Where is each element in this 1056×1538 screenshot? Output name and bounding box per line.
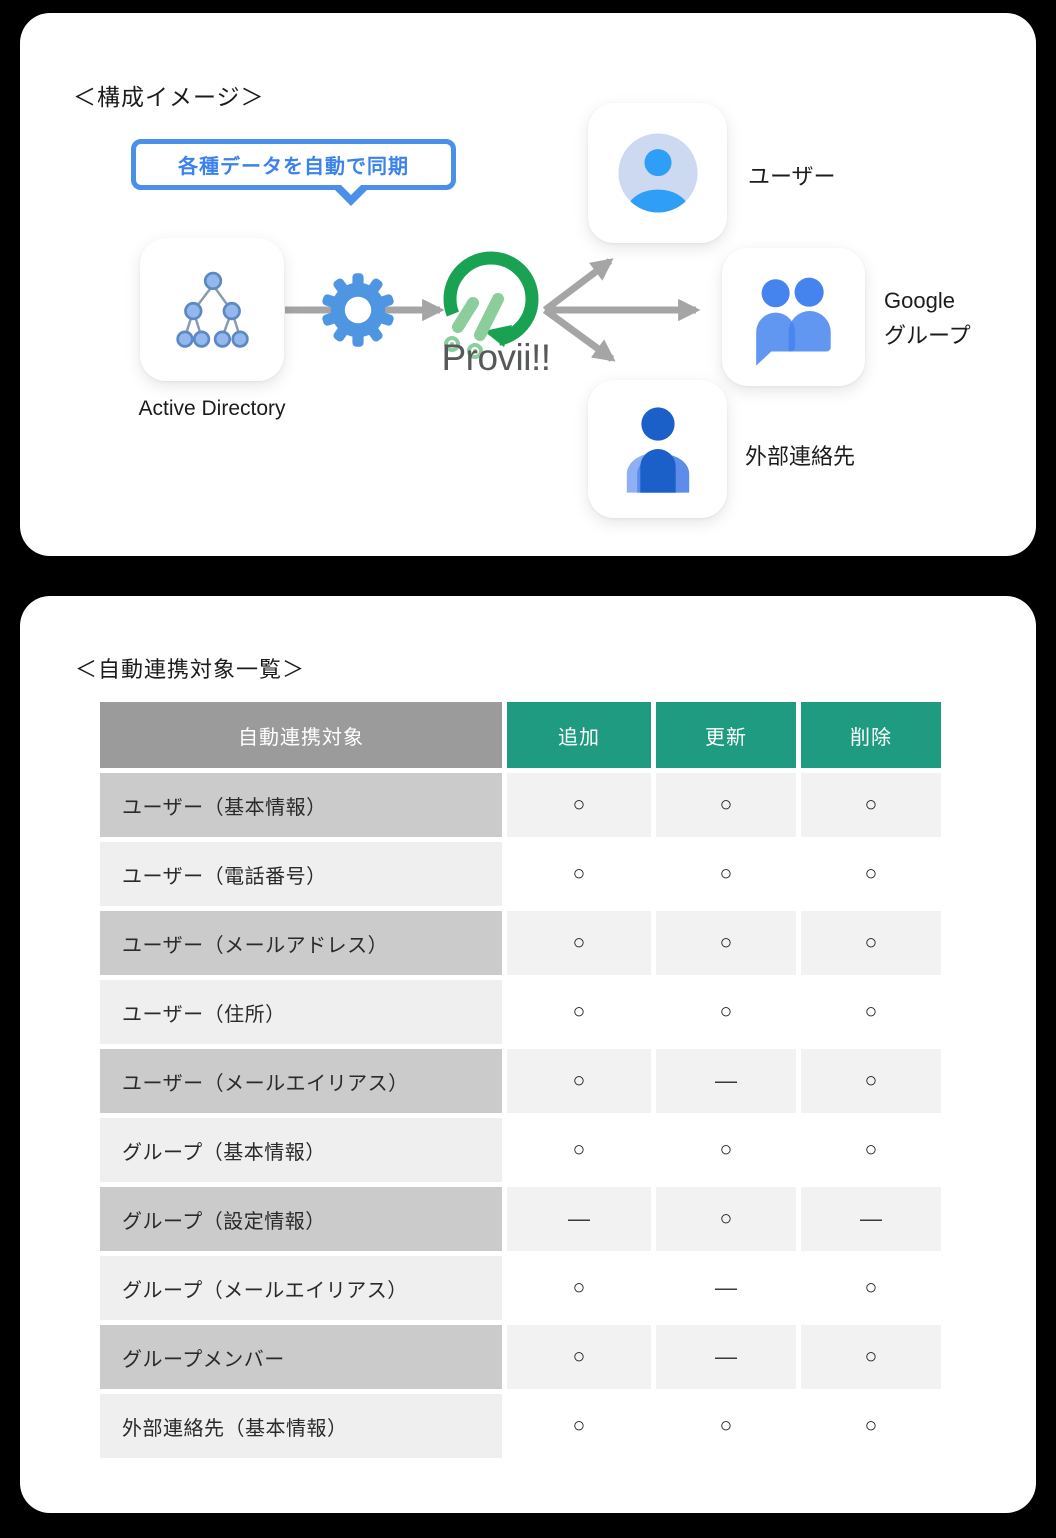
mark-cell: ○ [801, 1049, 941, 1113]
row-label: グループ（基本情報） [100, 1118, 502, 1182]
mark-cell: ○ [507, 1394, 651, 1458]
header-cell-add: 追加 [507, 702, 651, 768]
provii-ring-icon [443, 251, 539, 359]
mark-cell: ○ [801, 1394, 941, 1458]
mark-cell: ○ [507, 773, 651, 837]
sync-bubble-label: 各種データを自動で同期 [178, 156, 409, 178]
mark-cell: ○ [801, 1256, 941, 1320]
mark-cell: ○ [656, 842, 796, 906]
diagram-card: ＜構成イメージ＞ 各種データを自動で同期 [20, 13, 1036, 556]
target-group-label-line2: グループ [884, 323, 971, 348]
target-contact-card [588, 380, 727, 518]
sync-table: 自動連携対象 追加 更新 削除 ユーザー（基本情報）○○○ユーザー（電話番号）○… [100, 702, 941, 1463]
table-row: ユーザー（電話番号）○○○ [100, 842, 941, 906]
user-avatar-icon [617, 133, 698, 213]
table-row: グループ（基本情報）○○○ [100, 1118, 941, 1182]
mark-cell: ○ [801, 1325, 941, 1389]
table-row: グループ（メールエイリアス）○―○ [100, 1256, 941, 1320]
mark-cell: ― [656, 1325, 796, 1389]
sync-gear-icon [322, 273, 394, 347]
mark-cell: ○ [656, 1118, 796, 1182]
mark-cell: ○ [507, 911, 651, 975]
row-label: ユーザー（住所） [100, 980, 502, 1044]
mark-cell: ○ [507, 842, 651, 906]
mark-cell: ― [656, 1256, 796, 1320]
mark-cell: ○ [656, 1394, 796, 1458]
table-row: ユーザー（住所）○○○ [100, 980, 941, 1044]
row-label: ユーザー（メールアドレス） [100, 911, 502, 975]
table-row: ユーザー（メールエイリアス）○―○ [100, 1049, 941, 1113]
active-directory-card [140, 238, 284, 381]
mark-cell: ○ [507, 1118, 651, 1182]
row-label: グループメンバー [100, 1325, 502, 1389]
table-header-row: 自動連携対象 追加 更新 削除 [100, 702, 941, 768]
provii-logo-text: Provii!! [441, 337, 551, 378]
row-label: ユーザー（電話番号） [100, 842, 502, 906]
target-contact-label: 外部連絡先 [745, 444, 856, 469]
mark-cell: ○ [507, 1256, 651, 1320]
sync-bubble: 各種データを自動で同期 [131, 139, 456, 206]
row-label: 外部連絡先（基本情報） [100, 1394, 502, 1458]
table-title: ＜自動連携対象一覧＞ [75, 657, 306, 683]
mark-cell: ○ [801, 842, 941, 906]
target-user-card [588, 103, 727, 243]
target-group-card [722, 248, 865, 386]
sync-table-body: ユーザー（基本情報）○○○ユーザー（電話番号）○○○ユーザー（メールアドレス）○… [100, 773, 941, 1458]
mark-cell: ○ [801, 911, 941, 975]
header-cell-category: 自動連携対象 [100, 702, 502, 768]
header-cell-delete: 削除 [801, 702, 941, 768]
target-group-label-line1: Google [884, 288, 955, 313]
table-row: ユーザー（メールアドレス）○○○ [100, 911, 941, 975]
table-card: ＜自動連携対象一覧＞ 自動連携対象 追加 更新 削除 ユーザー（基本情報）○○○… [20, 596, 1036, 1513]
row-label: ユーザー（基本情報） [100, 773, 502, 837]
mark-cell: ― [801, 1187, 941, 1251]
table-row: ユーザー（基本情報）○○○ [100, 773, 941, 837]
table-row: グループメンバー○―○ [100, 1325, 941, 1389]
directory-tree-icon [176, 271, 249, 348]
diagram-title: ＜構成イメージ＞ [73, 84, 265, 111]
row-label: ユーザー（メールエイリアス） [100, 1049, 502, 1113]
mark-cell: ○ [656, 980, 796, 1044]
mark-cell: ― [656, 1049, 796, 1113]
active-directory-label: Active Directory [138, 397, 286, 420]
table-row: 外部連絡先（基本情報）○○○ [100, 1394, 941, 1458]
mark-cell: ○ [507, 1049, 651, 1113]
google-group-icon [755, 277, 831, 366]
mark-cell: ○ [507, 980, 651, 1044]
external-contact-icon [626, 407, 689, 493]
row-label: グループ（メールエイリアス） [100, 1256, 502, 1320]
mark-cell: ○ [801, 1118, 941, 1182]
target-user-label: ユーザー [748, 164, 836, 189]
mark-cell: ○ [801, 980, 941, 1044]
mark-cell: ○ [656, 911, 796, 975]
header-cell-update: 更新 [656, 702, 796, 768]
mark-cell: ― [507, 1187, 651, 1251]
mark-cell: ○ [656, 773, 796, 837]
table-row: グループ（設定情報）―○― [100, 1187, 941, 1251]
target-group-label: Google グループ [884, 283, 971, 353]
mark-cell: ○ [801, 773, 941, 837]
diagram-stage: 各種データを自動で同期 Active Directory [20, 13, 1036, 556]
mark-cell: ○ [656, 1187, 796, 1251]
row-label: グループ（設定情報） [100, 1187, 502, 1251]
mark-cell: ○ [507, 1325, 651, 1389]
